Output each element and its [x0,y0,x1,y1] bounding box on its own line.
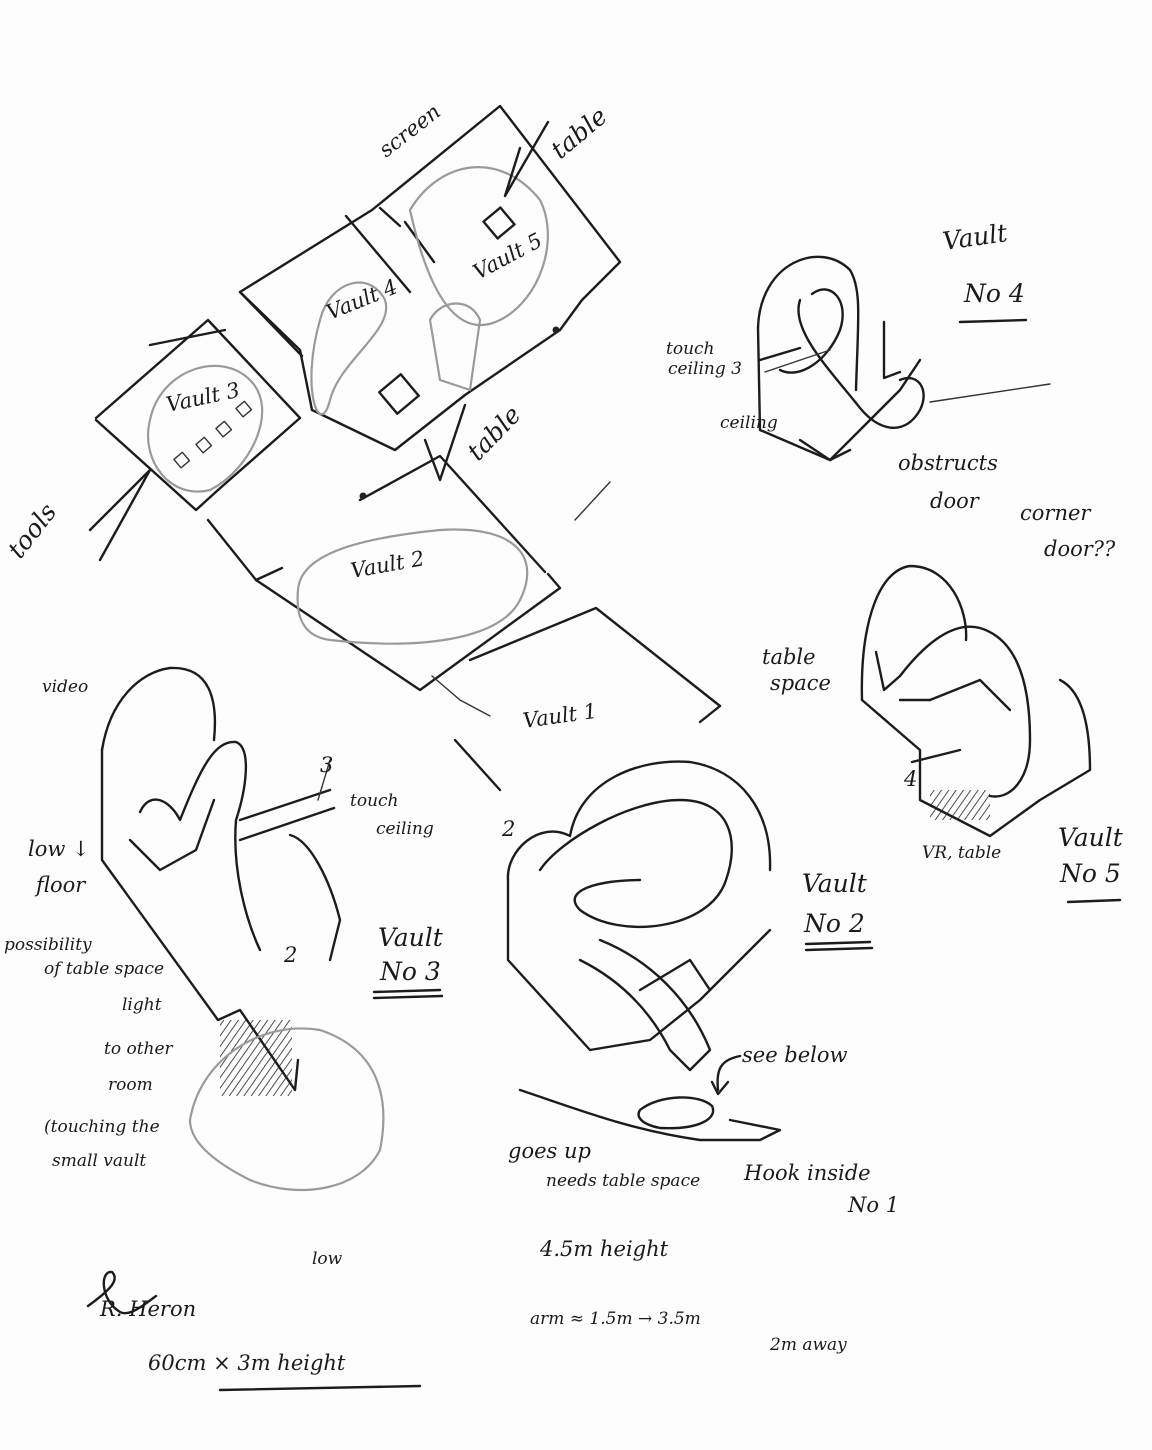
note-dimensions: 60cm × 3m height [148,1351,346,1375]
note-floor: floor [34,873,87,897]
note-table-mid: table [461,400,526,466]
label-vault-5-plan: Vault 5 [469,228,546,284]
num-2b: 2 [501,817,515,841]
label-vault-1-plan: Vault 1 [521,699,598,733]
note-table-a: table [762,645,816,669]
note-screen: screen [374,99,445,162]
note-obstructs: obstructs [898,451,998,475]
num-4: 4 [903,767,917,791]
note-see-below: see below [742,1043,848,1067]
note-touch-ceiling-4b: ceiling 3 [668,359,742,379]
note-needs-table: needs table space [546,1171,700,1191]
note-corner: corner [1020,501,1092,525]
note-table-b: VR, table [922,843,1001,863]
label-vault-2-plan: Vault 2 [349,546,427,583]
title-vault-3: Vault [378,923,444,952]
annotations: screen table Vault 5 Vault 4 Vault 3 tab… [2,99,1124,1375]
note-goes-up: goes up [508,1139,591,1163]
note-low-bottom: low [312,1249,343,1269]
note-door-q: door?? [1044,537,1116,561]
note-to-other: to other [104,1039,174,1059]
title-vault-2: Vault [802,869,868,898]
note-touch-ceiling-4a: touch [666,339,715,359]
note-away: 2m away [769,1335,847,1355]
num-3: 3 [320,753,333,777]
label-vault-3-plan: Vault 3 [164,378,242,417]
note-table-space-3: of table space [44,959,164,979]
note-table-top: table [545,101,612,164]
vault-2-iso-sketch [506,760,782,1142]
note-no1: No 1 [847,1193,899,1217]
note-possibility: possibility [4,935,92,955]
num-2: 2 [283,943,297,967]
note-height: 4.5m height [539,1237,669,1261]
note-hook-inside: Hook inside [743,1161,871,1185]
vault-4-iso-sketch [756,255,925,462]
title-vault-4-no: No 4 [963,279,1025,308]
note-ceiling-4: ceiling [720,413,778,433]
signature-mark [86,1270,158,1315]
note-touching: (touching the [44,1117,160,1137]
note-video: video [42,677,88,697]
title-vault-2-no: No 2 [803,909,865,938]
note-low: low ↓ [28,837,90,861]
note-name: R. Heron [99,1297,196,1321]
note-small-vault: small vault [52,1151,146,1171]
note-tools: tools [2,498,62,564]
title-vault-4: Vault [941,218,1010,256]
note-ceiling: ceiling [376,819,434,839]
title-vault-3-no: No 3 [379,957,441,986]
vault-5-iso-sketch [860,564,1092,838]
title-vault-5-no: No 5 [1059,859,1121,888]
note-touch: touch [350,791,399,811]
note-approx: arm ≈ 1.5m → 3.5m [530,1309,701,1329]
note-room: room [108,1075,153,1095]
note-light: light [122,995,162,1015]
vault-3-iso-sketch [100,666,385,1192]
plan-view [88,104,722,792]
title-vault-5: Vault [1058,823,1124,852]
note-space-a: space [770,671,831,695]
note-door: door [930,489,981,513]
